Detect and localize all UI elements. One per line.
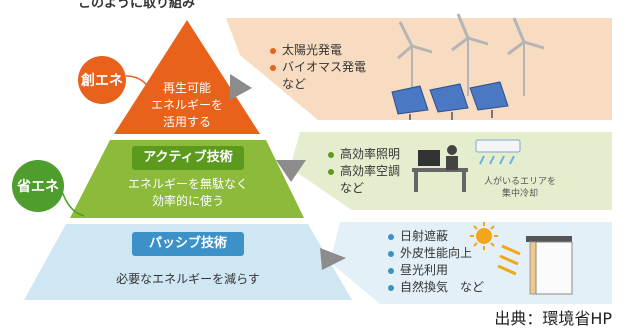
cooling-note-line-1: 人がいるエリアを	[483, 177, 556, 187]
item-text: 日射遮蔽	[400, 229, 449, 243]
solar-panel-icon	[391, 81, 509, 120]
list-item: バイオマス発電	[270, 59, 366, 76]
create-energy-badge: 創エネ	[78, 56, 126, 104]
save-energy-badge: 省エネ	[12, 160, 64, 212]
item-text: バイオマス発電	[282, 60, 367, 74]
list-item: 高効率空調	[328, 163, 400, 180]
list-suffix: など	[270, 76, 366, 93]
bullet-dot	[328, 151, 334, 158]
pyramid-top-line-2: エネルギーを	[150, 98, 223, 112]
pyramid-middle-text: エネルギーを無駄なく 効率的に使う	[102, 176, 274, 210]
passive-tech-label: パッシブ技術	[132, 232, 244, 256]
list-item: 太陽光発電	[270, 42, 366, 59]
item-text: 高効率空調	[340, 164, 401, 178]
pyramid-middle-line-2: 効率的に使う	[151, 194, 224, 208]
item-text: 自然換気 など	[400, 280, 485, 294]
create-connector	[125, 75, 151, 93]
arrow-bottom	[320, 248, 346, 270]
pyramid-top-text: 再生可能 エネルギーを 活用する	[141, 80, 233, 131]
arrow-top	[230, 74, 252, 100]
bullet-dot	[388, 284, 394, 291]
item-text: 昼光利用	[400, 263, 449, 277]
cooling-note: 人がいるエリアを 集中冷却	[480, 176, 560, 200]
suffix-text: など	[340, 181, 365, 195]
building-section-icon	[526, 236, 573, 295]
office-desk-icon	[412, 145, 468, 192]
bullet-dot	[388, 267, 394, 274]
pyramid-top	[114, 20, 260, 134]
wind-turbine-icon	[397, 13, 545, 98]
arrow-middle	[276, 160, 306, 182]
top-panel-list: 太陽光発電 バイオマス発電 など	[270, 42, 366, 93]
pyramid-top-line-1: 再生可能	[162, 81, 211, 95]
middle-panel-list: 高効率照明 高効率空調 など	[328, 146, 400, 197]
bullet-dot	[270, 64, 276, 71]
suffix-text: など	[282, 77, 307, 91]
top-panel-bg	[226, 18, 612, 120]
active-tech-label: アクティブ技術	[132, 146, 244, 170]
save-energy-label: 省エネ	[17, 179, 59, 195]
header-text: このように取り組み	[78, 0, 196, 11]
pyramid-bottom-text: 必要なエネルギーを減らす	[116, 272, 260, 286]
pyramid-middle-line-1: エネルギーを無駄なく	[127, 177, 248, 191]
pyramid-middle	[70, 140, 304, 218]
list-item: 自然換気 など	[388, 279, 484, 296]
source-credit: 出典：環境省HP	[494, 309, 612, 328]
bullet-dot	[388, 250, 394, 257]
sun-icon	[470, 222, 521, 276]
air-conditioner-icon	[475, 139, 521, 165]
bullet-dot	[328, 168, 334, 175]
item-text: 外皮性能向上	[400, 246, 473, 260]
bullet-dot	[388, 233, 394, 240]
list-item: 昼光利用	[388, 262, 484, 279]
list-item: 高効率照明	[328, 146, 400, 163]
list-item: 外皮性能向上	[388, 245, 484, 262]
cooling-note-line-2: 集中冷却	[501, 189, 538, 199]
list-suffix: など	[328, 180, 400, 197]
bullet-dot	[270, 47, 276, 54]
create-energy-label: 創エネ	[81, 73, 123, 89]
list-item: 日射遮蔽	[388, 228, 484, 245]
pyramid-bottom	[24, 224, 352, 300]
item-text: 高効率照明	[340, 147, 401, 161]
pyramid-top-line-3: 活用する	[162, 115, 211, 129]
item-text: 太陽光発電	[282, 43, 343, 57]
bottom-panel-list: 日射遮蔽 外皮性能向上 昼光利用 自然換気 など	[388, 228, 484, 296]
